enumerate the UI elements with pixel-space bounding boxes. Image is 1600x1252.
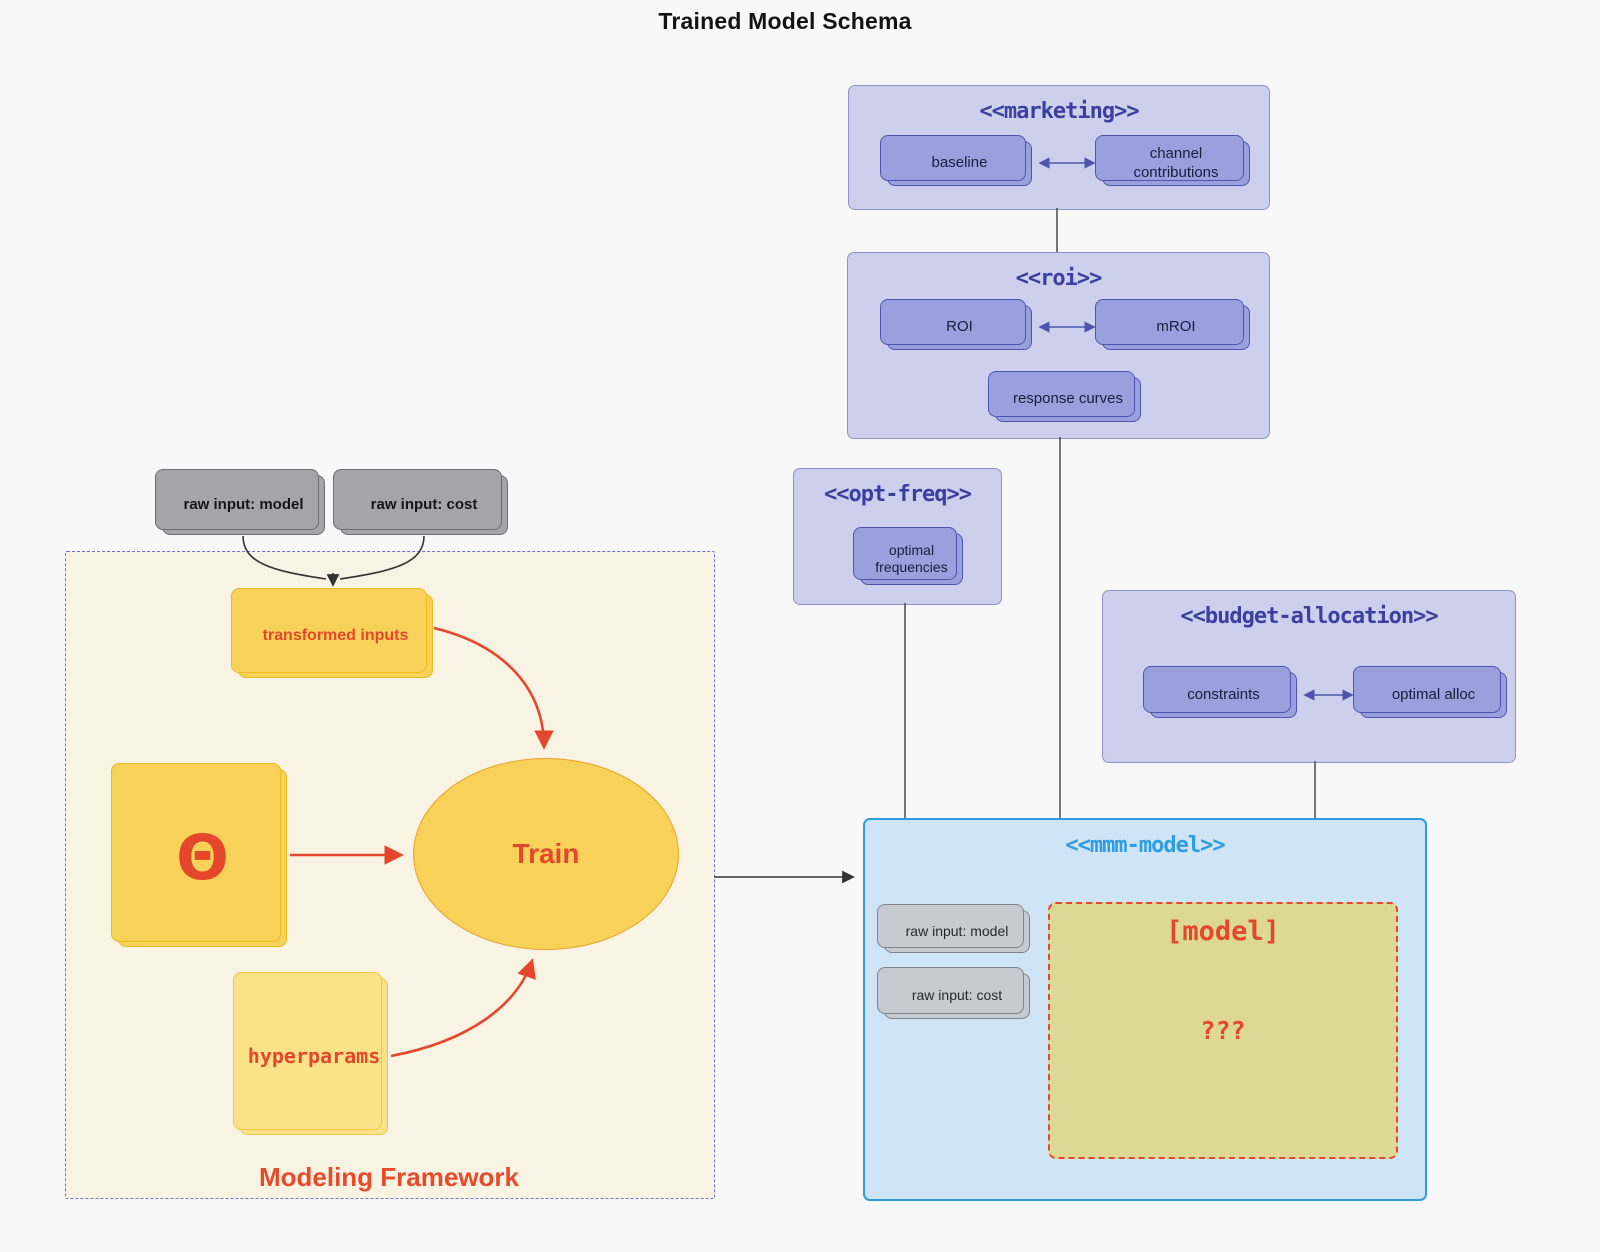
node-optimal-frequencies-label: optimal frequencies — [875, 541, 948, 576]
node-raw-input-cost: raw input: cost — [340, 475, 508, 535]
node-hyperparams: hyperparams — [240, 978, 388, 1135]
container-mmm-model-title: <<mmm-model>> — [1065, 833, 1225, 858]
node-constraints: constraints — [1150, 672, 1297, 718]
page-title: Trained Model Schema — [658, 8, 912, 34]
node-transformed-inputs-label: transformed inputs — [262, 627, 409, 644]
node-transformed-inputs: transformed inputs — [238, 594, 433, 678]
node-roi: ROI — [887, 305, 1032, 350]
node-mroi-label: mROI — [1156, 318, 1196, 336]
node-constraints-label: constraints — [1187, 685, 1260, 703]
node-model-placeholder-box: [model] ??? — [1048, 902, 1398, 1159]
edge-hyperparams-train — [390, 958, 536, 1058]
node-raw-input-model: raw input: model — [162, 475, 325, 535]
node-mmm-raw-input-model-label: raw input: model — [905, 922, 1009, 939]
modeling-framework-label: Modeling Framework — [258, 1162, 520, 1192]
node-response-curves: response curves — [995, 377, 1141, 422]
node-roi-label: ROI — [946, 318, 973, 336]
model-box-question-marks: ??? — [1200, 1016, 1246, 1045]
node-theta: Θ — [118, 769, 287, 947]
edge-transformed-train — [433, 626, 554, 750]
container-opt-freq-title: <<opt-freq>> — [824, 482, 972, 507]
edge-raw-input-cost-transformed — [339, 535, 425, 580]
node-raw-input-cost-label: raw input: cost — [370, 495, 478, 513]
node-mmm-raw-input-cost-label: raw input: cost — [911, 987, 1003, 1004]
node-optimal-alloc-label: optimal alloc — [1391, 685, 1476, 703]
node-baseline: baseline — [887, 141, 1032, 186]
theta-symbol: Θ — [176, 821, 229, 895]
node-mmm-raw-input-cost: raw input: cost — [884, 973, 1030, 1019]
container-roi-title: <<roi>> — [1015, 266, 1103, 291]
node-channel-contributions-label: channel contributions — [1133, 144, 1219, 181]
node-baseline-label: baseline — [931, 154, 988, 172]
node-raw-input-model-label: raw input: model — [183, 495, 304, 513]
node-mroi: mROI — [1102, 305, 1250, 350]
node-optimal-frequencies: optimal frequencies — [860, 533, 963, 585]
node-hyperparams-label: hyperparams — [247, 1044, 381, 1068]
node-mmm-raw-input-model: raw input: model — [884, 910, 1030, 953]
node-response-curves-label: response curves — [1012, 390, 1124, 408]
edge-raw-input-model-transformed — [242, 535, 327, 580]
container-marketing-title: <<marketing>> — [979, 99, 1139, 124]
node-train-label: Train — [512, 838, 580, 869]
node-channel-contributions: channel contributions — [1102, 141, 1250, 186]
model-box-title: [model] — [1166, 916, 1280, 947]
node-optimal-alloc: optimal alloc — [1360, 672, 1507, 718]
container-budget-allocation-title: <<budget-allocation>> — [1180, 604, 1438, 629]
node-train: Train — [413, 758, 679, 950]
